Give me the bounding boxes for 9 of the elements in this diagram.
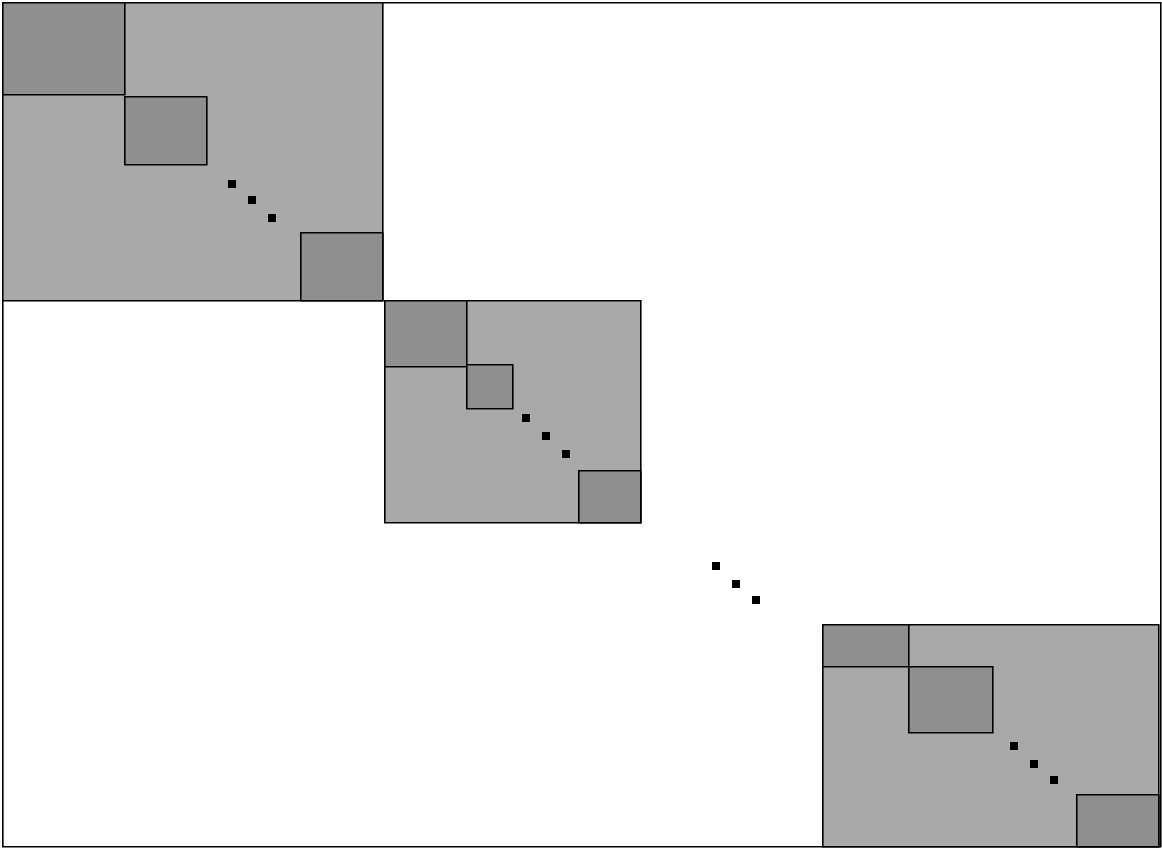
sub-block xyxy=(2,2,126,96)
sub-block xyxy=(1076,794,1160,848)
sub-block xyxy=(578,470,642,524)
sub-block xyxy=(908,666,994,734)
sub-block xyxy=(822,624,910,668)
sub-block xyxy=(466,364,514,410)
sub-block xyxy=(384,300,468,368)
sub-block xyxy=(300,232,384,302)
sub-block xyxy=(124,96,208,166)
